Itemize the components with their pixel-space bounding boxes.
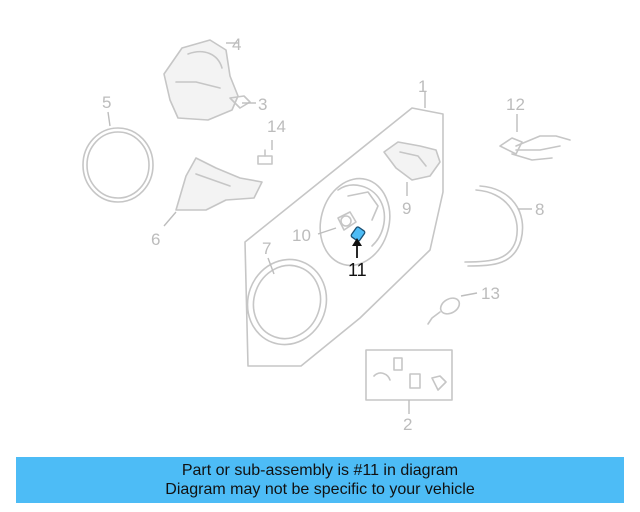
callout-1: 1 bbox=[418, 77, 427, 96]
part-13-bulb bbox=[427, 292, 478, 325]
info-banner: Part or sub-assembly is #11 in diagram D… bbox=[16, 457, 624, 503]
part-3-clip bbox=[229, 95, 256, 109]
callout-4: 4 bbox=[232, 35, 241, 54]
part-11-socket bbox=[350, 226, 366, 258]
part-9-bracket bbox=[383, 141, 441, 196]
reflector-assembly bbox=[317, 177, 391, 267]
callout-3: 3 bbox=[258, 95, 267, 114]
callout-2: 2 bbox=[403, 415, 412, 434]
parts-diagram: 1 2 3 4 5 6 7 8 9 10 11 12 13 14 bbox=[82, 35, 571, 434]
callout-8: 8 bbox=[535, 200, 544, 219]
callout-9: 9 bbox=[402, 199, 411, 218]
banner-line-1: Part or sub-assembly is #11 in diagram bbox=[181, 462, 459, 479]
banner-line-2: Diagram may not be specific to your vehi… bbox=[165, 481, 475, 498]
callout-13: 13 bbox=[481, 284, 500, 303]
callout-12: 12 bbox=[506, 95, 525, 114]
part-1-housing bbox=[244, 92, 444, 367]
part-5-ring bbox=[82, 111, 154, 203]
part-8-trim bbox=[464, 185, 532, 267]
part-12-harness bbox=[499, 114, 571, 161]
callout-6: 6 bbox=[151, 230, 160, 249]
part-4-cover bbox=[163, 39, 239, 121]
part-6-bracket bbox=[163, 157, 263, 227]
callout-5: 5 bbox=[102, 93, 111, 112]
part-7-lens bbox=[246, 257, 328, 346]
part-2-kit bbox=[365, 349, 453, 414]
callout-14: 14 bbox=[267, 117, 286, 136]
callout-11: 11 bbox=[348, 260, 367, 280]
callout-10: 10 bbox=[292, 226, 311, 245]
callout-7: 7 bbox=[262, 239, 271, 258]
part-14-screw bbox=[257, 140, 273, 165]
